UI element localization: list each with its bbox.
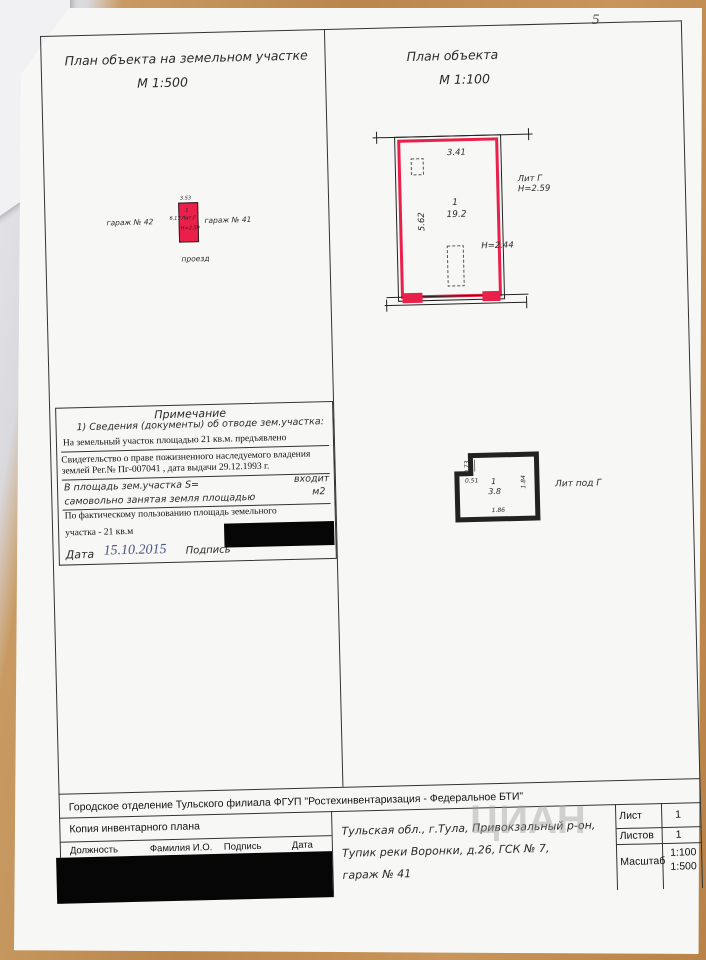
garage-floor-plan [372,128,533,312]
basement-dim: 1.86 [491,506,506,515]
basement-dim: 0.73 [463,460,472,474]
note-line: участка - 21 кв.м [65,526,134,539]
mini-label: Лит.Г [181,215,196,222]
plan-room-area: 19.2 [446,209,467,221]
scale-value: 1:500 [670,860,697,873]
neighbor-left-label: гараж № 42 [106,217,154,228]
garage-site-block: 3.53 6.17 1 Лит.Г Н=2.59 [169,195,200,243]
sheets-label: Листов [619,829,654,843]
note-line: м2 [312,486,326,498]
mini-label: Н=2.59 [180,225,200,232]
plan-inner-height: Н=2.44 [481,240,514,252]
plan-lit-label: Лит Г [517,173,543,185]
basement-room-number: 1 [490,476,497,487]
col-date: Дата [291,839,314,852]
sheets-value: 1 [675,828,682,841]
address-line: Тупик реки Воронки, д.26, ГСК № 7, [341,841,550,860]
address-line: гараж № 41 [342,867,412,882]
right-panel-title: План объекта [406,46,499,65]
note-date-label: Дата [65,547,95,562]
watermark-logo: ЦИАН [470,798,586,843]
footer-copy: Копия инвентарного плана [69,820,201,836]
road-label: проезд [181,253,210,264]
basement-dim: 1.84 [520,475,528,489]
basement-room-area: 3.8 [488,486,502,497]
page-number: 5 [592,12,600,28]
scale-label: Масштаб [620,854,666,869]
drawing-frame: План объекта на земельном участке М 1:50… [40,20,704,904]
note-date-value: 15.10.2015 [103,542,167,559]
note-line: В площадь зем.участка S= [63,479,200,494]
plan-width-dim: 3.41 [446,147,467,159]
sheet-label: Лист [619,809,643,823]
redacted-signature [223,520,335,548]
scale-value: 1:100 [669,846,697,859]
plan-lit-height: Н=2.59 [517,183,551,195]
col-position: Должность [69,844,119,857]
left-panel-title: План объекта на земельном участке [64,47,308,69]
note-line: 1) Сведения (документы) об отводе зем.уч… [76,416,325,434]
sheet-value: 1 [675,808,682,821]
mini-label: 3.53 [179,195,192,202]
plan-length-dim: 5.62 [416,212,428,232]
plan-room-number: 1 [452,197,459,208]
mini-label: 6.17 [169,215,181,222]
left-panel-scale: М 1:500 [136,74,189,91]
col-name: Фамилия И.О. [149,842,213,855]
basement-plan [454,451,541,523]
redacted-signatories [56,851,334,904]
footer-org: Городское отделение Тульского филиала ФГ… [68,790,524,814]
mini-label: 1 [185,207,189,214]
right-panel-scale: М 1:100 [439,71,491,88]
document-page: 5 [14,8,702,954]
basement-label: Лит под Г [554,478,602,490]
neighbor-right-label: гараж № 41 [204,214,252,226]
note-line: входит [293,473,330,485]
basement-dim: 0.51 [464,477,479,485]
watermark-text: ЦИАН [470,798,586,842]
col-signature: Подпись [223,840,262,853]
